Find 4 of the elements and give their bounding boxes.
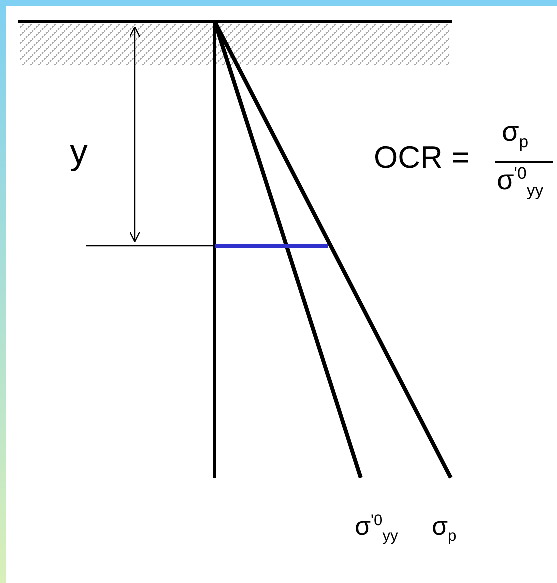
axis-label: σ$_{p}$	[432, 513, 457, 545]
depth-variable: y	[70, 134, 88, 170]
formula-numerator: σ$_{p}$	[502, 118, 529, 152]
formula-text: OCR =	[374, 142, 470, 173]
